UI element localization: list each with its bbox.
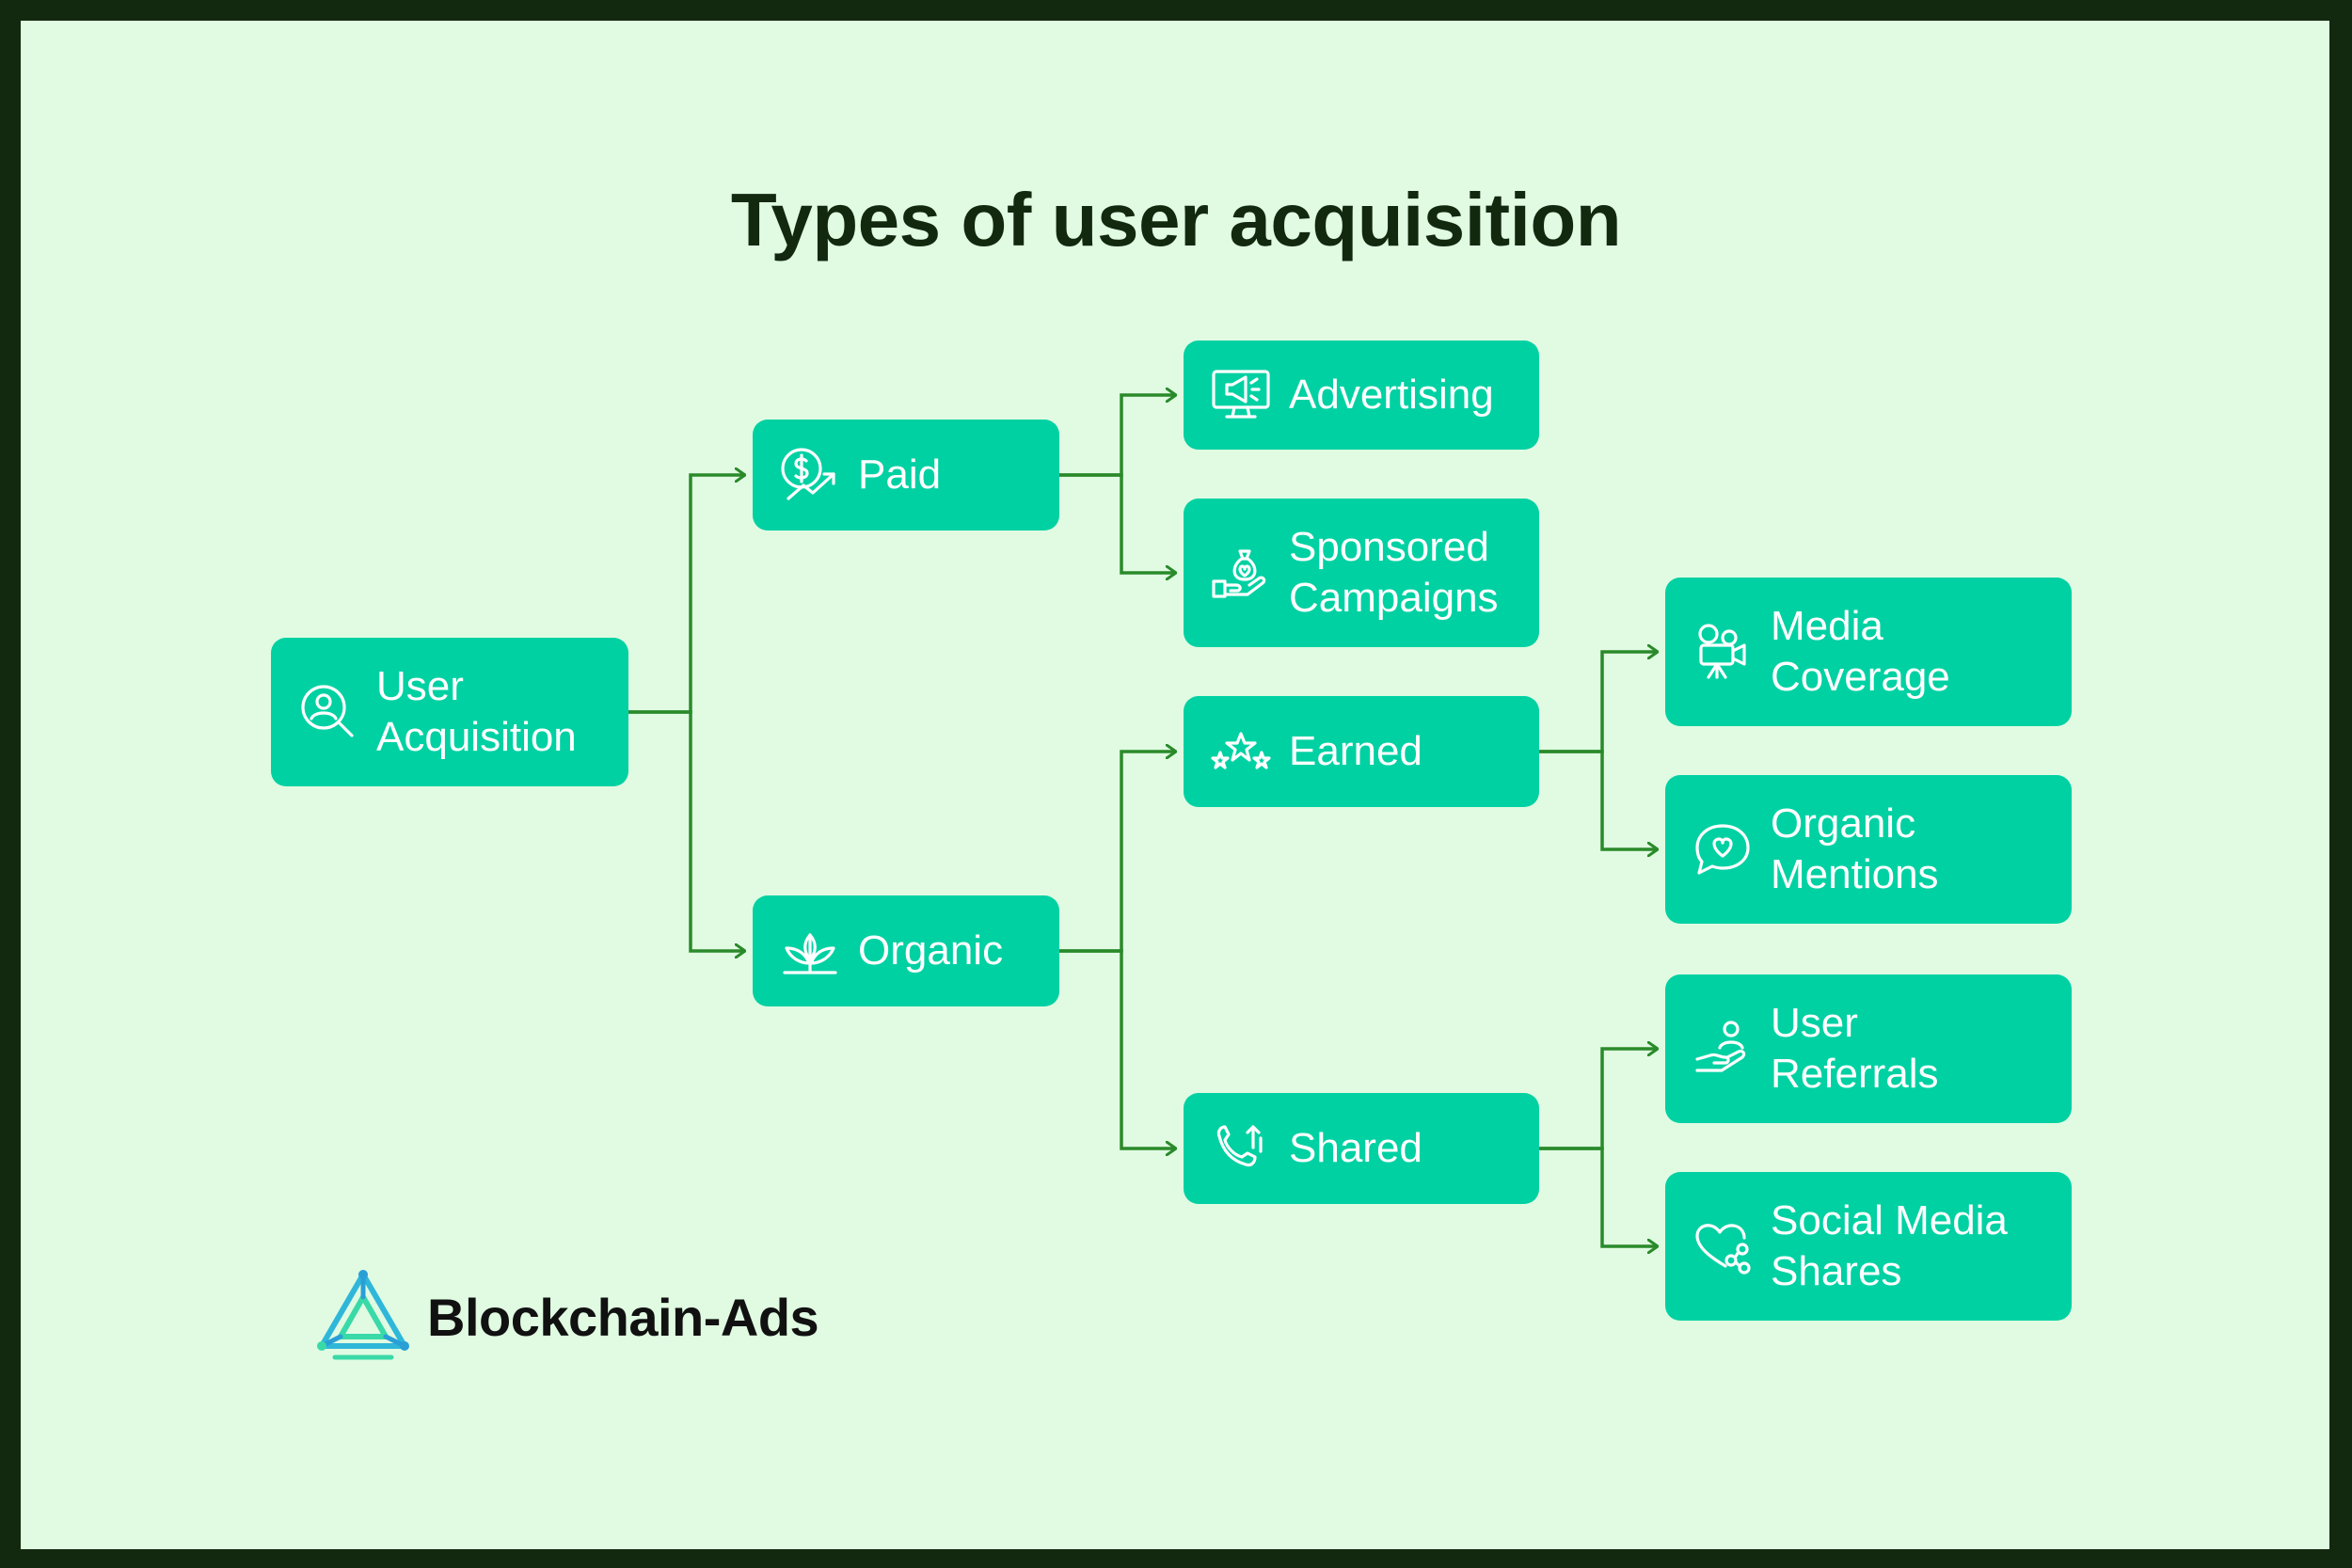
connector-paid-to-advertising	[1059, 395, 1176, 477]
node-label: Organic	[858, 927, 1004, 974]
diagram-title: Types of user acquisition	[730, 178, 1622, 261]
node-label: User Referrals	[1771, 1000, 1939, 1097]
user-search-icon	[294, 677, 363, 747]
money-growth-icon	[775, 440, 845, 510]
connector-shared-to-social	[1539, 1147, 1658, 1246]
brand-name: Blockchain-Ads	[427, 1287, 819, 1347]
connector-organic-to-shared	[1059, 949, 1176, 1148]
node-user-acquisition: User Acquisition	[271, 638, 628, 786]
node-social-media-shares: Social Media Shares	[1665, 1172, 2072, 1321]
node-organic: Organic	[753, 895, 1059, 1006]
connector-paid-to-sponsored	[1059, 473, 1176, 573]
node-user-referrals: User Referrals	[1665, 974, 2072, 1123]
node-label: Sponsored Campaigns	[1289, 524, 1499, 621]
connector-earned-to-mentions	[1539, 750, 1658, 849]
node-paid: Paid	[753, 420, 1059, 531]
stars-icon	[1206, 717, 1276, 786]
node-organic-mentions: Organic Mentions	[1665, 775, 2072, 924]
node-label: Paid	[858, 451, 942, 499]
node-label: Media Coverage	[1771, 603, 1950, 700]
monitor-megaphone-icon	[1206, 360, 1276, 430]
hand-user-icon	[1688, 1014, 1757, 1084]
connector-root-to-paid	[628, 475, 745, 714]
brand-logo: Blockchain-Ads	[307, 1265, 819, 1369]
node-label: Shared	[1289, 1125, 1422, 1172]
connector-root-to-organic	[628, 710, 745, 951]
chat-heart-icon	[1688, 815, 1757, 884]
node-label: User Acquisition	[376, 663, 577, 760]
camera-icon	[1688, 617, 1757, 687]
hand-money-bag-icon	[1206, 538, 1276, 608]
node-earned: Earned	[1184, 696, 1539, 807]
node-advertising: Advertising	[1184, 341, 1539, 450]
node-label: Organic Mentions	[1771, 800, 1939, 897]
node-media-coverage: Media Coverage	[1665, 578, 2072, 726]
connector-earned-to-media	[1539, 652, 1658, 753]
node-label: Social Media Shares	[1771, 1197, 2008, 1294]
connector-shared-to-referrals	[1539, 1049, 1658, 1150]
blockchain-ads-logo-mark	[317, 1270, 409, 1360]
heart-share-icon	[1688, 1212, 1757, 1281]
node-shared: Shared	[1184, 1093, 1539, 1204]
connector-organic-to-earned	[1059, 752, 1176, 953]
node-label: Advertising	[1289, 372, 1494, 419]
node-sponsored-campaigns: Sponsored Campaigns	[1184, 499, 1539, 647]
node-label: Earned	[1289, 728, 1422, 775]
phone-share-icon	[1206, 1114, 1276, 1183]
plant-icon	[775, 916, 845, 986]
